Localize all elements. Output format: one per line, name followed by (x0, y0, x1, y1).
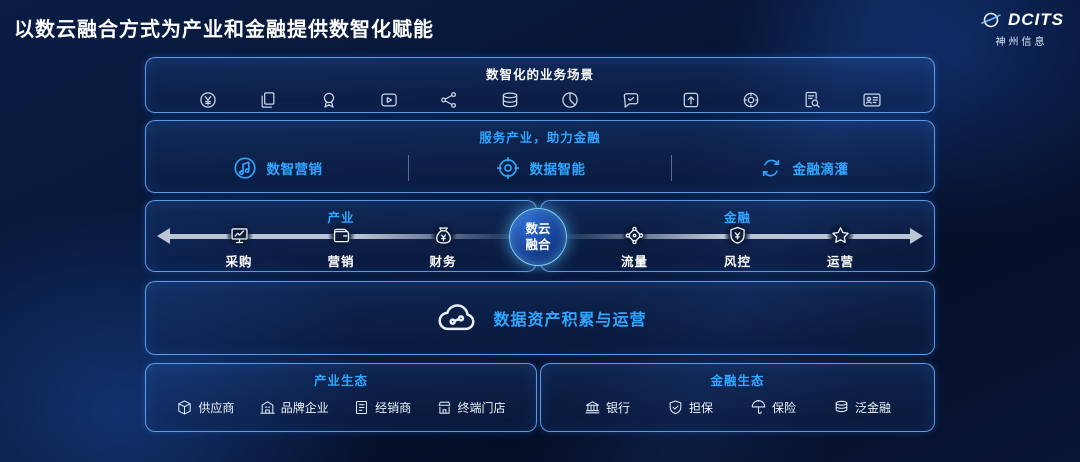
star-icon (827, 222, 854, 249)
store-icon (436, 399, 453, 416)
eco-item-label: 泛金融 (854, 401, 891, 415)
aim-icon (495, 155, 521, 181)
gear-icon (741, 90, 761, 110)
finance-items-row: 流量 风控 运营 (583, 222, 892, 270)
finance-ecosystem-panel: 金融生态 银行 担保 保险 泛金融 (540, 363, 935, 432)
finance-panel: 金融 流量 风控 运营 (540, 200, 935, 272)
coins-icon (833, 399, 850, 416)
eco-item-insurance: 保险 (750, 399, 796, 416)
eco-item-label: 品牌企业 (280, 401, 329, 415)
industry-item-label: 营销 (327, 255, 355, 269)
flow-icon (758, 155, 784, 181)
pie-chart-icon (560, 90, 580, 110)
data-asset-panel: 数据资产积累与运营 (145, 281, 935, 355)
finance-item-label: 流量 (620, 255, 648, 269)
industry-panel: 产业 采购 营销 财务 (145, 200, 537, 272)
finance-ecosystem-title: 金融生态 (710, 374, 765, 388)
documents-icon (258, 90, 278, 110)
industry-item-label: 采购 (225, 255, 253, 269)
finance-item-label: 风控 (723, 255, 751, 269)
logo-brand-text: DCITS (1008, 10, 1064, 29)
industry-ecosystem-row: 供应商 品牌企业 经销商 终端门店 (146, 399, 536, 416)
eco-item-label: 银行 (605, 401, 630, 415)
shield-icon (724, 222, 751, 249)
nodes-icon (621, 222, 648, 249)
umbrella-icon (750, 399, 767, 416)
service-label: 数据智能 (529, 162, 586, 177)
eco-item-supplier: 供应商 (176, 399, 234, 416)
industry-item-procurement: 采购 (207, 222, 271, 270)
ledger-icon (353, 399, 370, 416)
industry-title: 产业 (327, 211, 355, 225)
service-item-digital-marketing: 数智营销 (146, 155, 408, 181)
building-icon (259, 399, 276, 416)
service-label: 数智营销 (266, 162, 323, 177)
services-title: 服务产业，助力金融 (479, 131, 601, 145)
eco-item-label: 保险 (771, 401, 796, 415)
moneybag-icon (429, 222, 457, 249)
scenario-icons-row (146, 83, 934, 110)
eco-item-label: 供应商 (198, 401, 235, 415)
finance-item-operation: 运营 (809, 222, 873, 270)
share-icon (439, 90, 459, 110)
id-card-icon (862, 90, 882, 110)
eco-item-bank: 银行 (584, 399, 630, 416)
eco-item-label: 经销商 (375, 401, 412, 415)
guarantee-icon (667, 399, 684, 416)
eco-item-label: 担保 (688, 401, 713, 415)
dcits-logo-icon (979, 8, 1003, 32)
bank-icon (584, 399, 601, 416)
doc-search-icon (802, 90, 822, 110)
scenarios-title: 数智化的业务场景 (485, 68, 594, 82)
chat-icon (621, 90, 641, 110)
eco-item-brand: 品牌企业 (259, 399, 329, 416)
eco-item-distributor: 经销商 (353, 399, 411, 416)
monitor-icon (225, 222, 253, 249)
finance-item-traffic: 流量 (603, 222, 667, 270)
upload-icon (681, 90, 701, 110)
finance-item-label: 运营 (826, 255, 854, 269)
logo-company-text: 神州信息 (995, 37, 1048, 48)
services-panel: 服务产业，助力金融 数智营销 数据智能 金融滴灌 (145, 120, 935, 193)
service-label: 金融滴灌 (792, 162, 849, 177)
currency-icon (198, 90, 218, 110)
fusion-center-badge: 数云融合 (509, 208, 567, 266)
service-item-data-intelligence: 数据智能 (409, 155, 671, 181)
dcits-logo: DCITS 神州信息 (979, 8, 1064, 48)
wallet-icon (327, 222, 355, 249)
video-icon (379, 90, 399, 110)
finance-title: 金融 (723, 211, 751, 225)
cloud-icon (433, 298, 479, 338)
logo-row: DCITS (979, 8, 1064, 32)
eco-item-label: 终端门店 (457, 401, 506, 415)
layers-icon (500, 90, 520, 110)
fusion-center-label: 数云融合 (525, 221, 551, 252)
divider (408, 155, 409, 181)
box-icon (176, 399, 193, 416)
industry-ecosystem-title: 产业生态 (313, 374, 368, 388)
eco-item-guarantee: 担保 (667, 399, 713, 416)
industry-item-marketing: 营销 (309, 222, 373, 270)
services-row: 数智营销 数据智能 金融滴灌 (146, 155, 934, 181)
page-title: 以数云融合方式为产业和金融提供数智化赋能 (14, 19, 434, 41)
industry-ecosystem-panel: 产业生态 供应商 品牌企业 经销商 终端门店 (145, 363, 537, 432)
service-item-finance-drip: 金融滴灌 (672, 155, 934, 181)
badge-icon (319, 90, 339, 110)
scenarios-panel: 数智化的业务场景 (145, 57, 935, 113)
finance-item-risk: 风控 (706, 222, 770, 270)
divider (671, 155, 672, 181)
finance-ecosystem-row: 银行 担保 保险 泛金融 (541, 399, 934, 416)
eco-item-store: 终端门店 (436, 399, 506, 416)
music-icon (232, 155, 258, 181)
data-asset-title: 数据资产积累与运营 (493, 312, 647, 329)
industry-items-row: 采购 营销 财务 (188, 222, 494, 270)
industry-item-label: 财务 (429, 255, 457, 269)
eco-item-pan-finance: 泛金融 (833, 399, 891, 416)
industry-item-finance-dept: 财务 (411, 222, 475, 270)
